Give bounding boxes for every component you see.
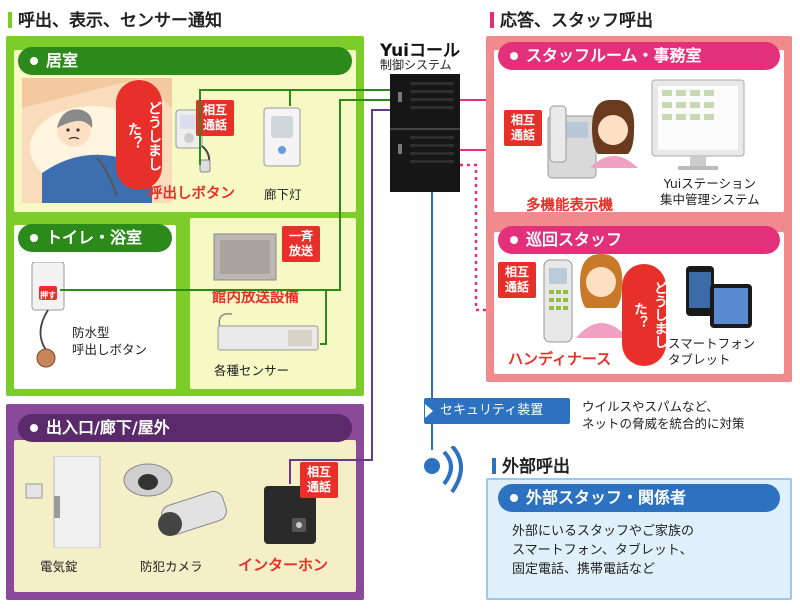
corridor-light-label: 廊下灯: [264, 187, 302, 202]
system-subtitle: 制御システム: [380, 58, 452, 72]
security-desc: ウイルスやスパムなど、 ネットの脅威を統合的に対策: [582, 399, 745, 431]
waterproof-button-icon: [31, 262, 65, 368]
bullet-dot: [510, 236, 518, 244]
staffroom-title: スタッフルーム・事務室: [498, 42, 780, 70]
entrance-title: 出入口/廊下/屋外: [18, 414, 352, 442]
entrance-title-text: 出入口/廊下/屋外: [46, 418, 170, 437]
multi-function-phone-label: 多機能表示機: [526, 198, 613, 214]
arrow-icon: [425, 404, 433, 418]
section-bar: [490, 12, 494, 28]
speech-text: どうしました？: [126, 101, 162, 171]
broadcast-tag: 一斉 放送: [282, 226, 320, 262]
smartphone-label: スマートフォン タブレット: [668, 336, 756, 367]
electric-lock-icon: [25, 456, 101, 548]
patrol-tag: 相互 通話: [498, 262, 536, 298]
intercom-tag: 相互 通話: [300, 462, 338, 498]
section-title-external: 外部呼出: [492, 452, 570, 477]
security-device: セキュリティ装置: [424, 398, 570, 424]
section-title-left: 呼出、表示、センサー通知: [8, 6, 222, 31]
toilet-title: トイレ・浴室: [18, 224, 172, 252]
smartphone-tablet-icon: [686, 266, 752, 328]
sensor-label: 各種センサー: [214, 363, 290, 378]
external-title: 外部スタッフ・関係者: [498, 484, 780, 512]
patrol-speech-text: どうしました？: [631, 281, 667, 349]
wireless-signal-icon: [424, 446, 463, 494]
staffroom-tag: 相互 通話: [504, 110, 542, 146]
security-device-label: セキュリティ装置: [440, 403, 544, 418]
section-bar: [8, 12, 12, 28]
broadcast-label: 館内放送設備: [212, 290, 299, 306]
sensor-icon: [217, 313, 319, 351]
call-button-label: 呼出しボタン: [148, 186, 235, 202]
staff-woman-icon: [590, 99, 638, 168]
staffroom-title-text: スタッフルーム・事務室: [526, 46, 702, 65]
bullet-dot: [30, 234, 38, 242]
section-title-right: 応答、スタッフ呼出: [490, 6, 653, 31]
security-camera-label: 防犯カメラ: [140, 559, 203, 574]
external-title-text: 外部スタッフ・関係者: [526, 488, 687, 507]
monitor-icon: [651, 79, 745, 170]
nurse-icon: [576, 254, 628, 338]
bullet-dot: [30, 57, 38, 65]
system-logo: Yuiコール: [380, 41, 461, 61]
bullet-dot: [510, 494, 518, 502]
handy-nurse-label: ハンディナース: [508, 350, 612, 368]
intercom-label: インターホン: [238, 556, 329, 574]
electric-lock-label: 電気錠: [40, 559, 78, 574]
intercom-icon: [264, 486, 316, 544]
mutual-talk-tag: 相互 通話: [196, 100, 234, 136]
corridor-light-icon: [263, 107, 301, 167]
section-title-left-text: 呼出、表示、センサー通知: [18, 11, 222, 31]
push-caption: 押す: [40, 291, 56, 300]
control-system-icon: [390, 74, 460, 192]
waterproof-label: 防水型 呼出しボタン: [72, 325, 148, 357]
speaker-icon: [213, 233, 277, 281]
external-desc: 外部にいるスタッフやご家族の スマートフォン、タブレット、 固定電話、携帯電話な…: [512, 524, 695, 577]
patrol-title-text: 巡回スタッフ: [526, 230, 623, 249]
toilet-title-text: トイレ・浴室: [46, 228, 143, 247]
section-title-right-text: 応答、スタッフ呼出: [500, 11, 653, 31]
yui-station-label: Yuiステーション 集中管理システム: [660, 176, 760, 207]
bullet-dot: [30, 424, 38, 432]
handy-nurse-icon: [543, 259, 573, 343]
patrol-title: 巡回スタッフ: [498, 226, 780, 254]
room-title-text: 居室: [46, 51, 79, 70]
section-title-external-text: 外部呼出: [502, 457, 570, 477]
security-camera-icon: [123, 463, 227, 536]
section-bar: [492, 458, 496, 474]
patrol-speech-bubble: [622, 264, 666, 366]
room-title: 居室: [18, 47, 352, 75]
bullet-dot: [510, 52, 518, 60]
